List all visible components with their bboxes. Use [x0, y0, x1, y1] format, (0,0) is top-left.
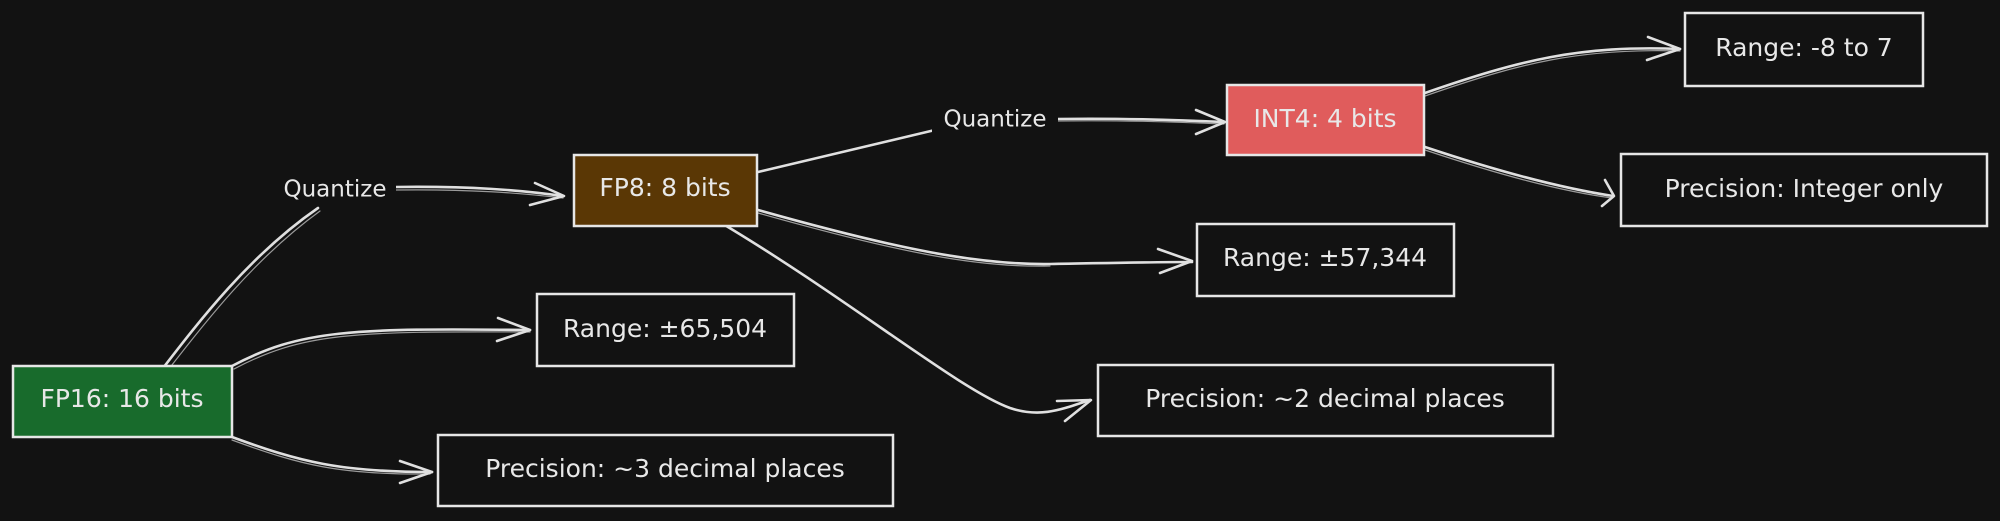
node-label: Precision: Integer only — [1665, 174, 1944, 203]
arrowhead-icon — [1194, 108, 1227, 136]
node-fp8-precision[interactable]: Precision: ~2 decimal places — [1096, 363, 1555, 438]
arrowhead-icon — [398, 459, 434, 485]
node-label: INT4: 4 bits — [1253, 104, 1396, 133]
edge-label-text: Quantize — [944, 107, 1047, 133]
edge-fp16-to-fp8 — [158, 181, 566, 375]
arrowhead-icon — [1156, 247, 1194, 275]
node-label: Range: ±65,504 — [563, 314, 767, 343]
edge-fp8-to-int4 — [756, 108, 1227, 174]
arrowhead-icon — [1645, 35, 1682, 62]
arrowhead-icon — [528, 181, 566, 207]
node-int4-precision[interactable]: Precision: Integer only — [1619, 152, 1989, 228]
node-label: Precision: ~2 decimal places — [1145, 384, 1505, 413]
edge-label-text: Quantize — [284, 177, 387, 203]
arrowhead-icon — [495, 316, 532, 343]
node-label: FP8: 8 bits — [599, 173, 730, 202]
edge-int4-to-int4-precision — [1423, 145, 1616, 208]
node-int4[interactable]: INT4: 4 bits — [1225, 83, 1426, 157]
edge-label-quantize-2: Quantize — [932, 104, 1058, 134]
node-int4-range[interactable]: Range: -8 to 7 — [1683, 11, 1925, 88]
arrowhead-icon — [1600, 178, 1616, 208]
node-fp16-precision[interactable]: Precision: ~3 decimal places — [436, 433, 895, 508]
node-label: Range: -8 to 7 — [1715, 33, 1892, 62]
node-label: FP16: 16 bits — [40, 384, 203, 413]
edge-fp16-to-fp16-range — [230, 316, 532, 370]
node-fp16-range[interactable]: Range: ±65,504 — [535, 292, 796, 368]
node-label: Range: ±57,344 — [1223, 243, 1427, 272]
edge-fp8-to-fp8-range — [756, 208, 1194, 275]
edge-fp8-to-fp8-precision — [721, 222, 1093, 423]
node-fp8[interactable]: FP8: 8 bits — [572, 153, 759, 228]
node-fp16[interactable]: FP16: 16 bits — [11, 364, 234, 439]
edge-fp16-to-fp16-precision — [230, 435, 434, 485]
node-label: Precision: ~3 decimal places — [485, 454, 845, 483]
node-fp8-range[interactable]: Range: ±57,344 — [1195, 222, 1456, 298]
edge-label-quantize-1: Quantize — [270, 174, 396, 204]
arrowhead-icon — [1055, 398, 1093, 423]
edge-int4-to-int4-range — [1423, 35, 1682, 97]
